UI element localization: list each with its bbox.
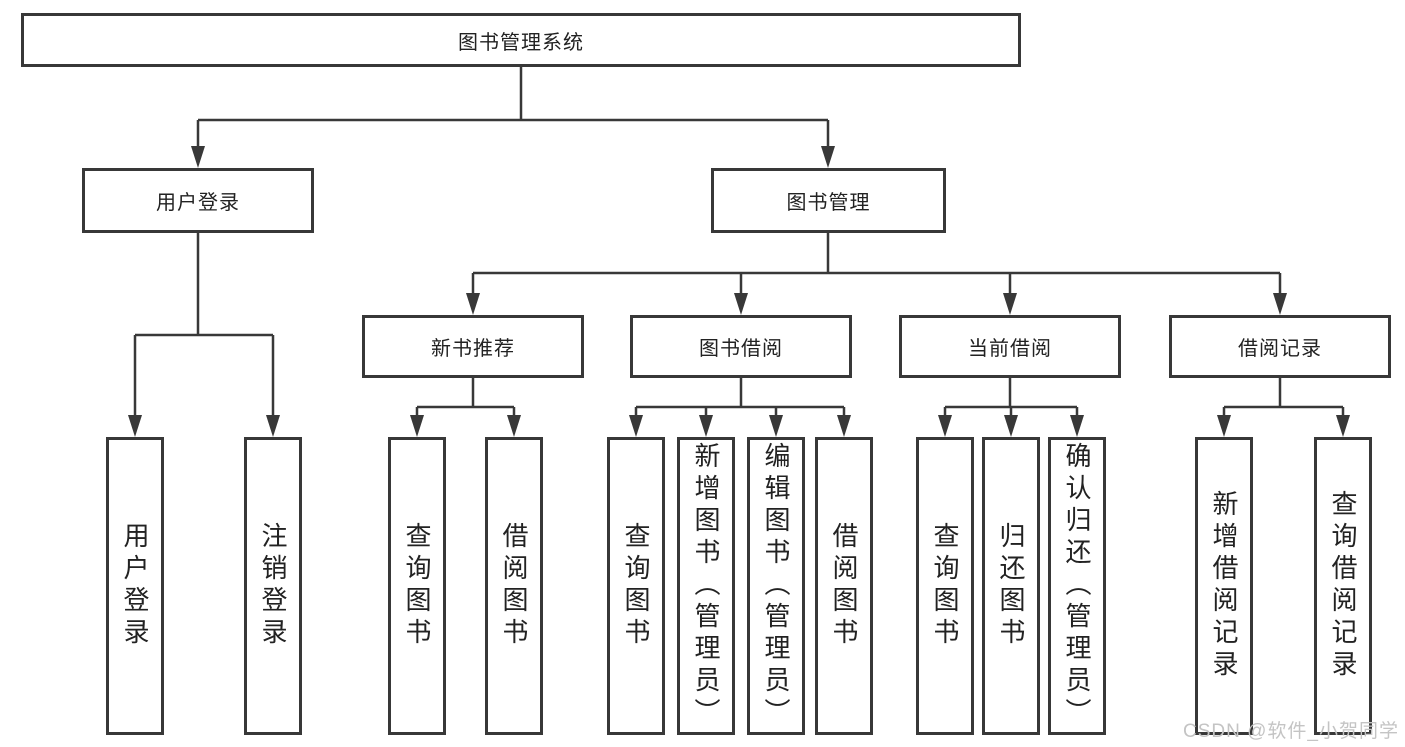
arrow-down-icon xyxy=(128,415,142,437)
node-user-login: 用户登录 xyxy=(82,168,314,233)
connector-borrowing-to-leaves xyxy=(634,378,846,418)
leaf-confirm-return-admin: 确认归还（管理员） xyxy=(1048,437,1106,735)
connector-recommend-to-leaves xyxy=(415,378,516,418)
connector-records-to-leaves xyxy=(1222,378,1345,418)
connector-user-login-to-leaves xyxy=(133,233,275,418)
leaf-query-books-borrowing: 查询图书 xyxy=(607,437,665,735)
node-book-management: 图书管理 xyxy=(711,168,946,233)
leaf-query-borrow-record: 查询借阅记录 xyxy=(1314,437,1372,735)
connector-root-to-level2 xyxy=(196,67,830,150)
leaf-logout: 注销登录 xyxy=(244,437,302,735)
leaf-edit-books-admin: 编辑图书（管理员） xyxy=(747,437,805,735)
node-book-management-system: 图书管理系统 xyxy=(21,13,1021,67)
leaf-query-books-recommend: 查询图书 xyxy=(388,437,446,735)
arrow-down-icon xyxy=(1273,293,1287,315)
node-current-borrowing: 当前借阅 xyxy=(899,315,1121,378)
leaf-user-login: 用户登录 xyxy=(106,437,164,735)
arrow-down-icon xyxy=(266,415,280,437)
arrow-down-icon xyxy=(1003,293,1017,315)
arrow-down-icon xyxy=(629,415,643,437)
node-borrowing-records: 借阅记录 xyxy=(1169,315,1391,378)
leaf-borrow-books-recommend: 借阅图书 xyxy=(485,437,543,735)
leaf-borrow-books-borrowing: 借阅图书 xyxy=(815,437,873,735)
arrow-down-icon xyxy=(1004,415,1018,437)
connector-book-management-to-level3 xyxy=(471,233,1282,296)
arrow-down-icon xyxy=(821,146,835,168)
arrow-down-icon xyxy=(734,293,748,315)
leaf-query-books-current: 查询图书 xyxy=(916,437,974,735)
arrow-down-icon xyxy=(699,415,713,437)
arrow-down-icon xyxy=(1070,415,1084,437)
arrow-down-icon xyxy=(1336,415,1350,437)
node-book-borrowing: 图书借阅 xyxy=(630,315,852,378)
arrow-down-icon xyxy=(410,415,424,437)
leaf-add-books-admin: 新增图书（管理员） xyxy=(677,437,735,735)
arrow-down-icon xyxy=(507,415,521,437)
node-new-book-recommendation: 新书推荐 xyxy=(362,315,584,378)
leaf-return-books: 归还图书 xyxy=(982,437,1040,735)
arrow-down-icon xyxy=(191,146,205,168)
arrow-down-icon xyxy=(837,415,851,437)
arrow-down-icon xyxy=(466,293,480,315)
watermark: CSDN @软件_小贺同学 xyxy=(1183,721,1399,742)
arrow-down-icon xyxy=(938,415,952,437)
connector-current-to-leaves xyxy=(943,378,1079,418)
leaf-add-borrow-record: 新增借阅记录 xyxy=(1195,437,1253,735)
arrow-down-icon xyxy=(769,415,783,437)
arrow-down-icon xyxy=(1217,415,1231,437)
